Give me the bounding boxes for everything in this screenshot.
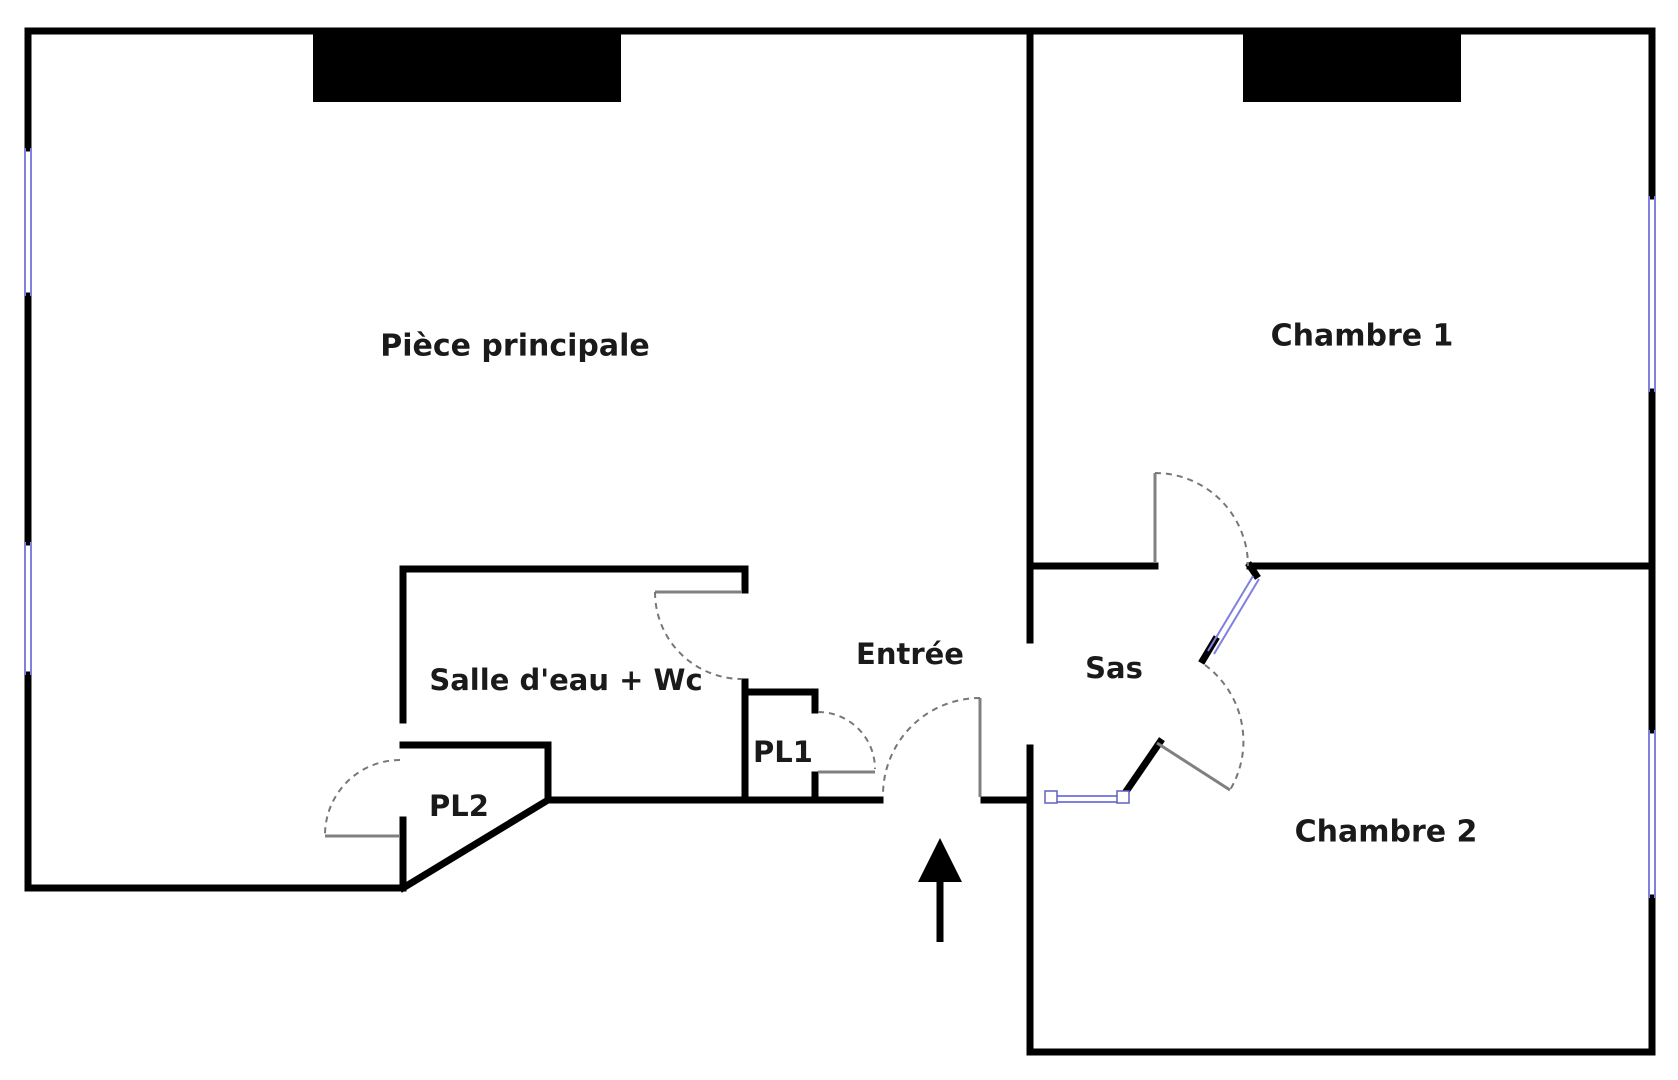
room-label-chambre-1: Chambre 1: [1270, 318, 1454, 354]
radiator-chambre-1: [1243, 34, 1461, 102]
room-label-pl1: PL1: [753, 735, 813, 769]
room-label-sas: Sas: [1085, 651, 1143, 685]
walls: [24, 27, 1656, 1056]
window-frame-right: [1116, 790, 1130, 804]
radiator-main: [313, 34, 621, 102]
room-label-chambre-2: Chambre 2: [1294, 814, 1478, 850]
door-swings: [324, 472, 1249, 836]
windows: [24, 148, 1656, 898]
room-label-salle-deau-wc: Salle d'eau + Wc: [429, 663, 703, 697]
door-leaves: [325, 473, 1231, 838]
window-frame-left: [1044, 790, 1058, 804]
room-label-pl2: PL2: [429, 789, 489, 823]
arrow-up-icon: [918, 838, 962, 942]
room-label-piece-principale: Pièce principale: [380, 328, 650, 364]
room-label-entree: Entrée: [856, 637, 964, 671]
